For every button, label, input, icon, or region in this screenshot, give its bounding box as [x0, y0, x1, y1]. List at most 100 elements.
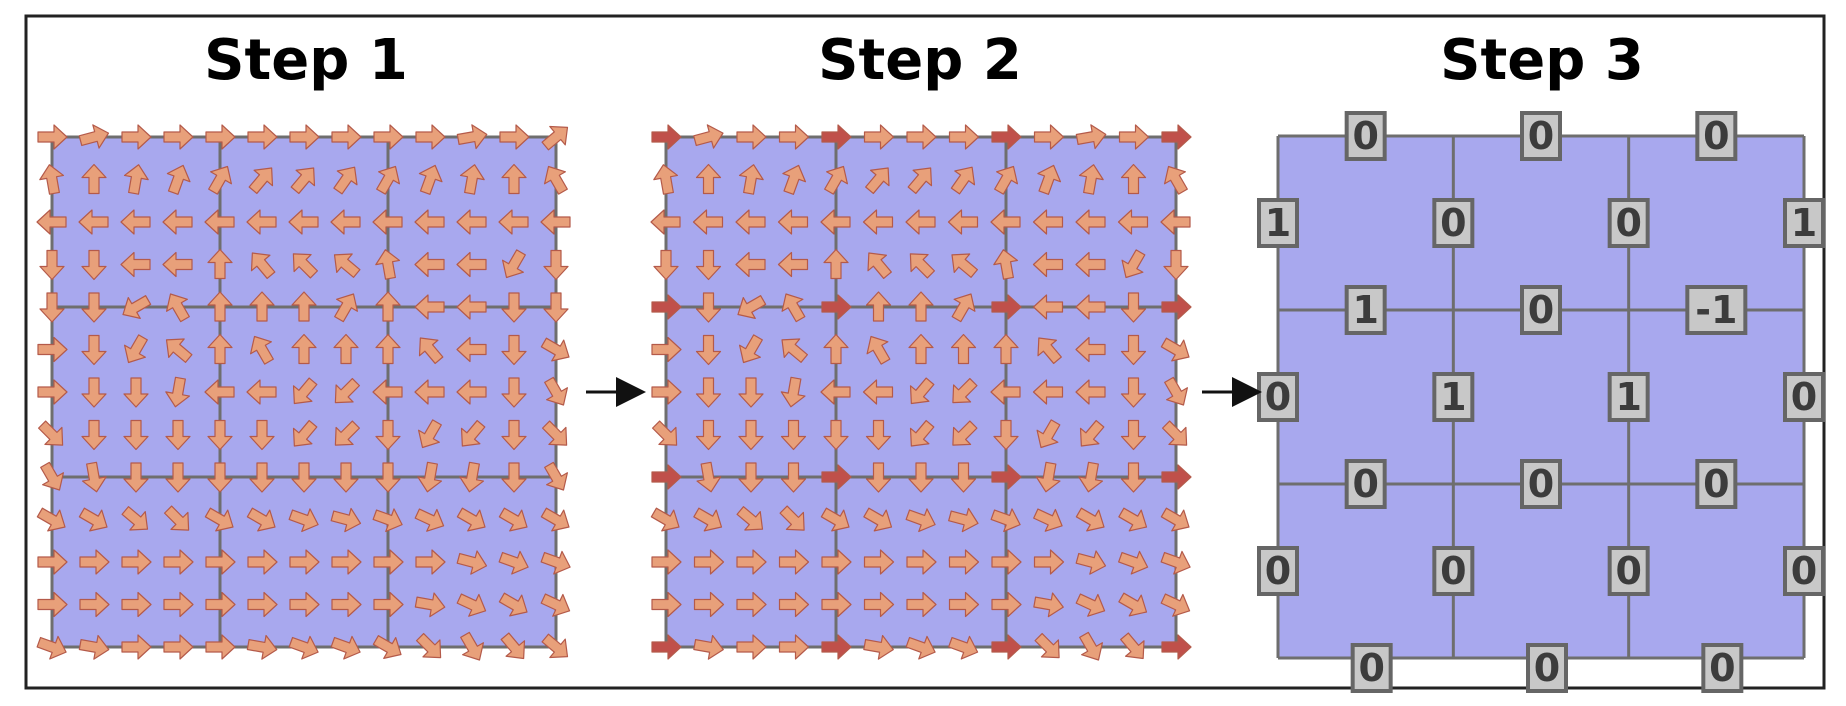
step-1-field-arrow — [123, 462, 149, 493]
step-2-field-arrow — [908, 462, 934, 493]
edge-label: 0 — [1703, 462, 1729, 506]
step-2-field-arrow — [948, 591, 980, 618]
step-2-field-arrow — [908, 291, 934, 322]
step-2-field-arrow — [1160, 550, 1191, 575]
step-1-field-arrow — [78, 634, 110, 660]
step-2-field-arrow — [1032, 294, 1064, 320]
step-2-field-arrow — [777, 209, 809, 235]
step-2-field-arrow — [781, 338, 809, 363]
step-2-field-arrow — [1164, 165, 1188, 195]
step-1-field-arrow — [208, 165, 232, 195]
step-2-field-arrow — [824, 165, 848, 195]
step-2-field-arrow — [695, 377, 722, 408]
step-1-field-arrow — [205, 591, 236, 618]
step-2-field-arrow — [653, 249, 679, 281]
step-2-field-arrow — [823, 333, 849, 365]
step-2-field-arrow — [778, 591, 810, 618]
step-1-field-arrow — [502, 249, 526, 279]
step-2-field-arrow — [1034, 632, 1060, 659]
step-2-field-arrow — [991, 549, 1022, 575]
edge-label: 1 — [1265, 201, 1291, 245]
step-2-field-arrow — [865, 462, 892, 493]
edge-label: 0 — [1528, 288, 1554, 332]
edge-label: 0 — [1440, 201, 1466, 245]
edge-label: 0 — [1352, 462, 1378, 506]
step-1-field-arrow — [541, 420, 568, 446]
step-2-field-arrow — [990, 209, 1021, 235]
step-2-field-arrow — [1075, 294, 1106, 320]
step-2-field-arrow — [1118, 507, 1148, 532]
step-1-field-arrow — [81, 334, 107, 366]
step-2-field-arrow — [650, 507, 680, 532]
step-1-field-arrow — [163, 591, 194, 618]
step-1-field-arrow — [541, 633, 569, 659]
step-2-field-arrow — [779, 505, 805, 531]
step-2-field-arrow — [1120, 163, 1147, 195]
step-1-field-arrow — [372, 635, 402, 659]
step-1-field-arrow — [331, 549, 362, 575]
step-2-field-arrow — [991, 591, 1022, 618]
step-1-field-arrow — [205, 549, 236, 575]
step-1-field-arrow — [78, 124, 110, 149]
step-1-field-arrow — [204, 209, 235, 235]
step-1-field-arrow — [456, 507, 486, 532]
step-1-field-arrow — [40, 461, 64, 491]
step-1-field-arrow — [121, 591, 152, 618]
step-2-field-arrow — [1032, 209, 1064, 235]
step-1-field-arrow — [288, 209, 319, 235]
step-1-field-arrow — [37, 379, 68, 405]
step-1-panel — [36, 124, 571, 661]
step-2-field-arrow — [907, 167, 933, 195]
step-2-field-arrow — [1118, 592, 1148, 617]
step-1-field-arrow — [81, 163, 107, 195]
step-2-field-arrow — [950, 462, 977, 493]
step-2-field-arrow — [820, 209, 851, 235]
step-2-field-arrow — [1120, 632, 1145, 660]
step-3-cell-area — [1278, 136, 1804, 658]
step-2-field-arrow — [1120, 292, 1147, 323]
step-1-field-arrow — [330, 635, 361, 660]
step-1-field-arrow — [81, 249, 107, 281]
step-2-field-arrow — [695, 334, 722, 366]
step-2-field-arrow — [993, 333, 1019, 365]
step-1-field-arrow — [163, 549, 194, 575]
step-2-field-arrow — [908, 333, 934, 365]
step-2-field-arrow — [909, 377, 935, 405]
step-1-field-arrow — [289, 591, 320, 618]
step-2-field-arrow — [906, 124, 937, 150]
edge-label-box — [1344, 459, 1387, 509]
step-1-field-arrow — [37, 336, 68, 363]
step-1-field-arrow — [373, 549, 404, 575]
step-2-field-arrow — [1033, 508, 1063, 532]
edge-label-box — [1257, 372, 1299, 422]
step-1-field-arrow — [246, 379, 277, 405]
edge-label-box — [1607, 372, 1650, 422]
step-2-field-arrow — [738, 377, 764, 408]
step-2-field-arrow — [693, 507, 723, 532]
outer-frame — [24, 14, 1826, 690]
edge-label-box — [1257, 198, 1299, 248]
step-1-field-arrow — [247, 549, 278, 575]
step-1-field-arrow — [37, 549, 68, 575]
step-1-field-arrow — [373, 124, 404, 150]
step-1-field-arrow — [543, 249, 569, 281]
step-1-field-arrow — [120, 251, 151, 278]
step-2-field-arrow — [778, 634, 810, 660]
step-2-field-arrow — [1075, 550, 1107, 575]
step-1-field-arrow — [501, 163, 527, 195]
step-1-field-arrow — [417, 461, 443, 493]
step-2-field-arrow — [1118, 550, 1149, 575]
step-2-field-arrow — [909, 253, 936, 279]
step-2-corner-arrow — [991, 294, 1022, 320]
step-2-field-arrow — [948, 635, 979, 660]
edge-label: 1 — [1791, 201, 1817, 245]
step-2-field-arrow — [1036, 419, 1061, 449]
step-2-field-arrow — [905, 635, 936, 660]
step-1-field-arrow — [414, 209, 445, 235]
step-1-field-arrow — [288, 508, 319, 533]
step-2-field-arrow — [867, 252, 892, 280]
step-1-field-arrow — [456, 251, 487, 278]
step-2-field-arrow — [1160, 507, 1190, 532]
step-1-field-arrow — [540, 209, 571, 235]
step-1-field-arrow — [330, 209, 361, 235]
